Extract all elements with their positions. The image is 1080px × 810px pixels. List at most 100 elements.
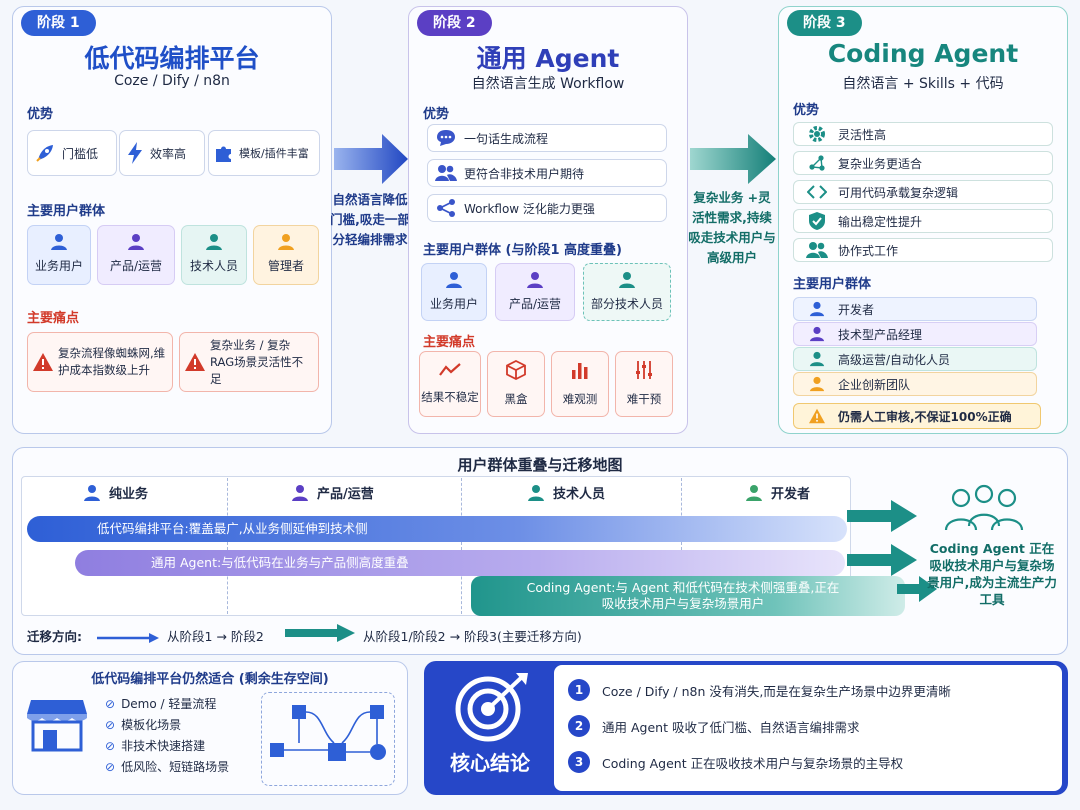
user-partial-tech: 部分技术人员: [583, 263, 671, 321]
shield-check-icon: [804, 211, 830, 231]
gear-icon: [804, 125, 830, 143]
remain-title: 低代码编排平台仍然适合 (剩余生存空间): [91, 672, 329, 687]
puzzle-icon: [209, 142, 239, 164]
check-circle-icon: ⊘: [105, 760, 116, 774]
adv-one-sentence: 一句话生成流程: [427, 124, 667, 152]
remaining-space-panel: 低代码编排平台仍然适合 (剩余生存空间) ⊘Demo / 轻量流程 ⊘模板化场景…: [12, 661, 408, 795]
pain-intervene: 难干预: [615, 351, 673, 417]
bar-chart-icon: [570, 360, 590, 385]
remain-item: ⊘非技术快速搭建: [105, 739, 206, 753]
person-icon: [804, 326, 830, 342]
arrow-stage1-to-stage2: [334, 132, 408, 190]
band-coding-agent: Coding Agent:与 Agent 和低代码在技术侧强重叠,正在吸收技术用…: [471, 576, 905, 616]
stage3-title: Coding Agent: [827, 39, 1019, 68]
person-icon: [496, 271, 574, 292]
arrow12-label: 自然语言降低门槛,吸走一部分轻编排需求: [330, 192, 410, 247]
store-icon: [27, 696, 87, 756]
user-tech-pm: 技术型产品经理: [793, 322, 1037, 346]
pain-black-box: 黑盒: [487, 351, 545, 417]
user-product: 产品/运营: [495, 263, 575, 321]
number-badge: 3: [568, 751, 590, 773]
check-circle-icon: ⊘: [105, 739, 116, 753]
warning-icon: [28, 352, 58, 372]
stage2-users-title: 主要用户群体 (与阶段1 高度重叠): [423, 243, 622, 258]
stage2-pain-title: 主要痛点: [423, 335, 476, 350]
rocket-icon: [28, 142, 62, 164]
remain-item: ⊘Demo / 轻量流程: [105, 697, 217, 711]
person-icon: [804, 301, 830, 317]
check-circle-icon: ⊘: [105, 697, 116, 711]
users-icon: [428, 164, 464, 182]
share-icon: [428, 198, 464, 218]
person-icon: [98, 233, 174, 254]
person-icon: [292, 484, 308, 501]
adv-flexibility: 灵活性高: [793, 122, 1053, 146]
adv-code-logic: 可用代码承载复杂逻辑: [793, 180, 1053, 204]
adv-efficient: 效率高: [119, 130, 205, 176]
person-icon: [84, 484, 100, 501]
users-group-icon: [943, 484, 1025, 536]
chat-icon: [428, 129, 464, 147]
adv-low-threshold: 门槛低: [27, 130, 117, 176]
stage1-adv-title: 优势: [27, 107, 54, 122]
stage3-subtitle: 自然语言 + Skills + 代码: [842, 76, 1004, 92]
person-icon: [528, 484, 544, 501]
conclusion-point-1: 1 Coze / Dify / n8n 没有消失,而是在复杂生产场景中边界更清晰: [568, 679, 951, 701]
person-icon: [804, 376, 830, 392]
person-icon: [182, 233, 246, 254]
stage1-users-title: 主要用户群体: [27, 204, 106, 219]
conclusion-panel: 核心结论 1 Coze / Dify / n8n 没有消失,而是在复杂生产场景中…: [424, 661, 1068, 795]
stage1-title: 低代码编排平台: [84, 44, 260, 73]
column-developer: 开发者: [745, 483, 810, 502]
arrow-teal-icon: [285, 624, 355, 646]
stage1-panel: 阶段 1 低代码编排平台 Coze / Dify / n8n 优势 门槛低 效率…: [12, 6, 332, 434]
column-divider: [227, 478, 228, 614]
network-icon: [804, 154, 830, 172]
conclusion-point-3: 3 Coding Agent 正在吸收技术用户与复杂场景的主导权: [568, 751, 903, 773]
user-innovation-team: 企业创新团队: [793, 372, 1037, 396]
band-agent: 通用 Agent:与低代码在业务与产品侧高度重叠: [75, 550, 845, 576]
arrow23-label: 复杂业务 +灵活性需求,持续吸走技术用户与高级用户: [688, 190, 776, 265]
user-business: 业务用户: [27, 225, 91, 285]
legend-stage1-to-2: 从阶段1 → 阶段2: [167, 629, 264, 644]
adv-generalization: Workflow 泛化能力更强: [427, 194, 667, 222]
target-icon: [450, 671, 534, 749]
conclusion-point-2: 2 通用 Agent 吸收了低门槛、自然语言编排需求: [568, 715, 859, 737]
pain-unstable: 结果不稳定: [419, 351, 481, 417]
adv-stability: 输出稳定性提升: [793, 209, 1053, 233]
arrow-right-icon: [847, 500, 917, 536]
adv-complex-business: 复杂业务更适合: [793, 151, 1053, 175]
migration-map: 用户群体重叠与迁移地图 纯业务 产品/运营 技术人员 开发者 低代码编排平台:覆…: [12, 447, 1068, 655]
user-tech: 技术人员: [181, 225, 247, 285]
trend-icon: [439, 362, 461, 383]
stage1-badge: 阶段 1: [21, 10, 96, 36]
code-icon: [804, 184, 830, 200]
stage3-users-title: 主要用户群体: [793, 277, 872, 292]
adv-non-tech: 更符合非技术用户期待: [427, 159, 667, 187]
warning-icon: [804, 408, 830, 424]
check-circle-icon: ⊘: [105, 718, 116, 732]
sliders-icon: [634, 360, 654, 385]
number-badge: 2: [568, 715, 590, 737]
warning-icon: [180, 352, 210, 372]
stage1-pain-title: 主要痛点: [27, 311, 80, 326]
remain-item: ⊘模板化场景: [105, 718, 182, 732]
column-product: 产品/运营: [291, 483, 374, 502]
person-icon: [584, 271, 670, 292]
conclusion-list: 1 Coze / Dify / n8n 没有消失,而是在复杂生产场景中边界更清晰…: [554, 665, 1062, 791]
person-icon: [746, 484, 762, 501]
number-badge: 1: [568, 679, 590, 701]
arrow-right-icon: [847, 544, 917, 580]
migration-side-note: Coding Agent 正在吸收技术用户与复杂场景用户,成为主流生产力工具: [927, 541, 1057, 607]
legend-label: 迁移方向:: [27, 629, 82, 644]
legend-stage12-to-3: 从阶段1/阶段2 → 阶段3(主要迁移方向): [363, 629, 582, 644]
pain-observe: 难观测: [551, 351, 609, 417]
user-product: 产品/运营: [97, 225, 175, 285]
stage3-panel: 阶段 3 Coding Agent 自然语言 + Skills + 代码 优势 …: [778, 6, 1068, 434]
person-icon: [422, 271, 486, 292]
person-icon: [254, 233, 318, 254]
migration-title: 用户群体重叠与迁移地图: [457, 456, 623, 474]
band-lowcode: 低代码编排平台:覆盖最广,从业务侧延伸到技术侧: [27, 516, 847, 542]
users-icon: [804, 241, 830, 259]
flow-diagram-icon: [261, 692, 395, 786]
